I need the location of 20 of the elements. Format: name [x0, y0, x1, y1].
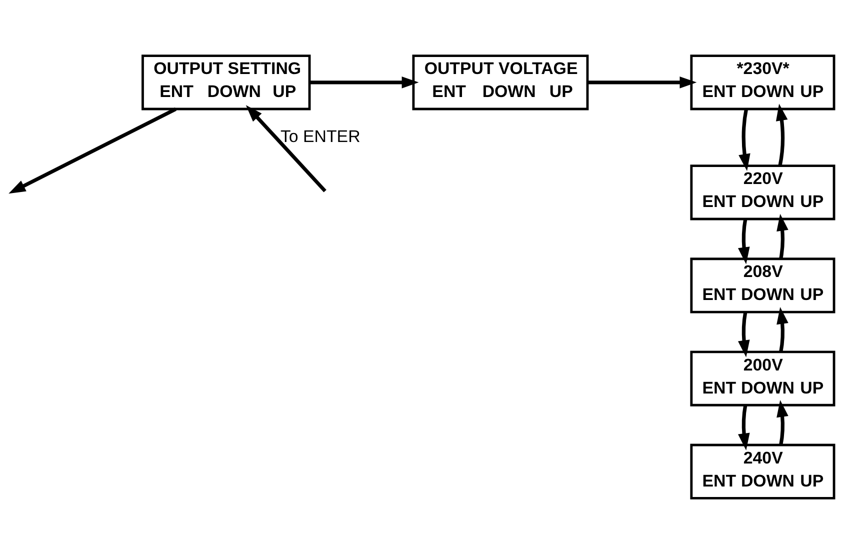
arrow	[310, 76, 419, 88]
node-box: 200V ENT DOWN UP	[690, 350, 836, 406]
node-box: *230V* ENT DOWN UP	[690, 54, 836, 110]
arrow	[776, 400, 788, 445]
arrow	[738, 404, 750, 450]
arrow	[588, 76, 697, 88]
arrow	[776, 103, 788, 166]
node-box: 208V ENT DOWN UP	[690, 257, 836, 313]
node-box: 240V ENT DOWN UP	[690, 443, 836, 499]
node-box: OUTPUT VOLTAGE ENT DOWN UP	[412, 54, 589, 110]
arrow	[246, 104, 326, 192]
arrow	[776, 213, 788, 259]
arrow	[738, 312, 750, 357]
arrow	[738, 218, 750, 264]
arrow	[8, 107, 177, 194]
arrow	[776, 306, 788, 352]
edge-label: To ENTER	[280, 126, 360, 146]
node-box: 220V ENT DOWN UP	[690, 164, 836, 220]
arrow	[738, 108, 750, 170]
node-box: OUTPUT SETTING ENT DOWN UP	[142, 54, 311, 110]
